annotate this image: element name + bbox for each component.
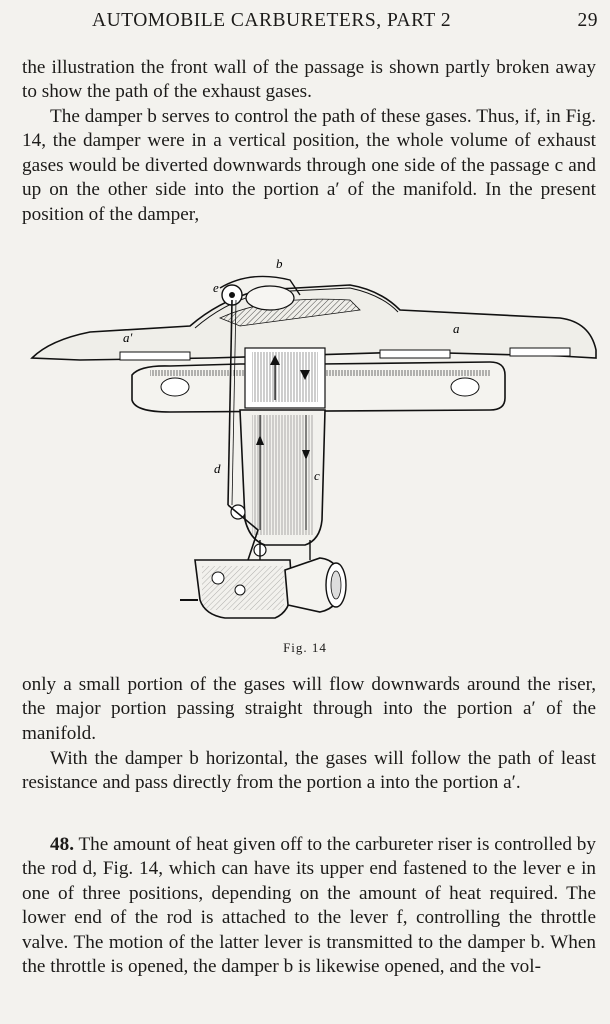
label-d: d	[214, 461, 221, 476]
paragraph-2: The damper b serves to control the path …	[22, 106, 596, 225]
carbureter-manifold-drawing: b e a′ a d c	[30, 256, 597, 619]
label-c: c	[314, 468, 320, 483]
label-b: b	[276, 256, 283, 271]
label-a-prime: a′	[123, 330, 133, 345]
paragraph-4: With the damper b horizontal, the gases …	[22, 748, 596, 794]
running-header: AUTOMOBILE CARBURETERS, PART 2 29	[22, 8, 598, 36]
figure-caption: Fig. 14	[283, 640, 327, 655]
section-number: 48.	[50, 834, 74, 855]
paragraph-3: only a small portion of the gases will f…	[22, 674, 596, 744]
paragraph-1: the illustration the front wall of the p…	[22, 57, 596, 103]
label-e: e	[213, 280, 219, 295]
figure-14: b e a′ a d c	[20, 240, 600, 640]
paragraph-48-text: The amount of heat given off to the carb…	[22, 834, 596, 978]
rod-d	[227, 299, 233, 506]
label-a: a	[453, 321, 460, 336]
upper-manifold	[30, 284, 597, 361]
running-title: AUTOMOBILE CARBURETERS, PART 2	[92, 10, 452, 31]
paragraph-48: 48. The amount of heat given off to the …	[22, 833, 596, 979]
page-number: 29	[577, 10, 598, 31]
